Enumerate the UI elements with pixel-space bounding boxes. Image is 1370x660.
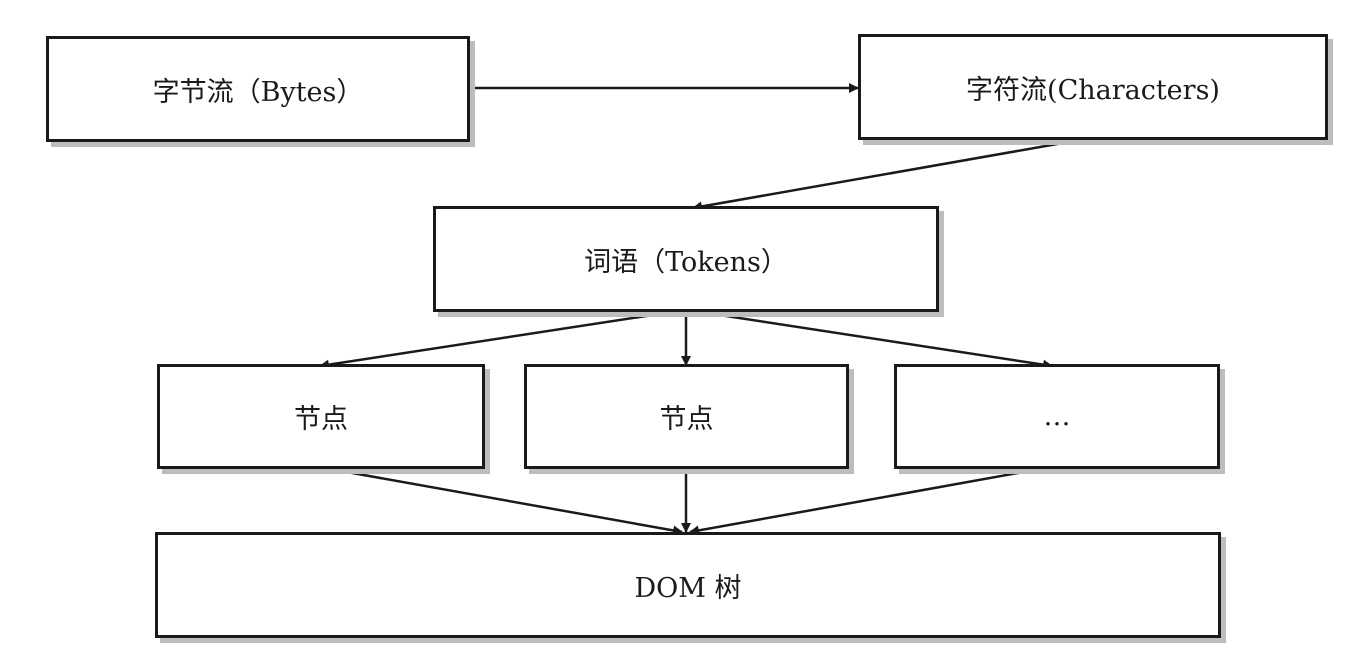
node-characters-label: 字符流(Characters) <box>966 74 1220 106</box>
node-1-label: 节点 <box>294 404 348 435</box>
edge-node-1-to-dom <box>329 467 683 536</box>
node-dom-tree-label: DOM 树 <box>634 572 742 604</box>
node-characters: 字符流(Characters) <box>858 34 1328 140</box>
node-1: 节点 <box>157 364 485 469</box>
node-bytes: 字节流（Bytes） <box>46 36 470 142</box>
edge-tokens-to-node-more <box>699 310 1053 370</box>
node-more-label: … <box>1043 401 1071 432</box>
node-tokens: 词语（Tokens） <box>433 206 939 312</box>
node-bytes-label: 字节流（Bytes） <box>152 76 364 108</box>
node-more: … <box>894 364 1220 469</box>
node-dom-tree: DOM 树 <box>155 532 1221 638</box>
edge-tokens-to-node-1 <box>319 310 673 370</box>
node-2: 节点 <box>524 364 849 469</box>
edge-characters-to-tokens <box>692 138 1081 212</box>
edge-node-more-to-dom <box>689 467 1041 536</box>
node-2-label: 节点 <box>659 404 714 435</box>
node-tokens-label: 词语（Tokens） <box>584 246 788 278</box>
